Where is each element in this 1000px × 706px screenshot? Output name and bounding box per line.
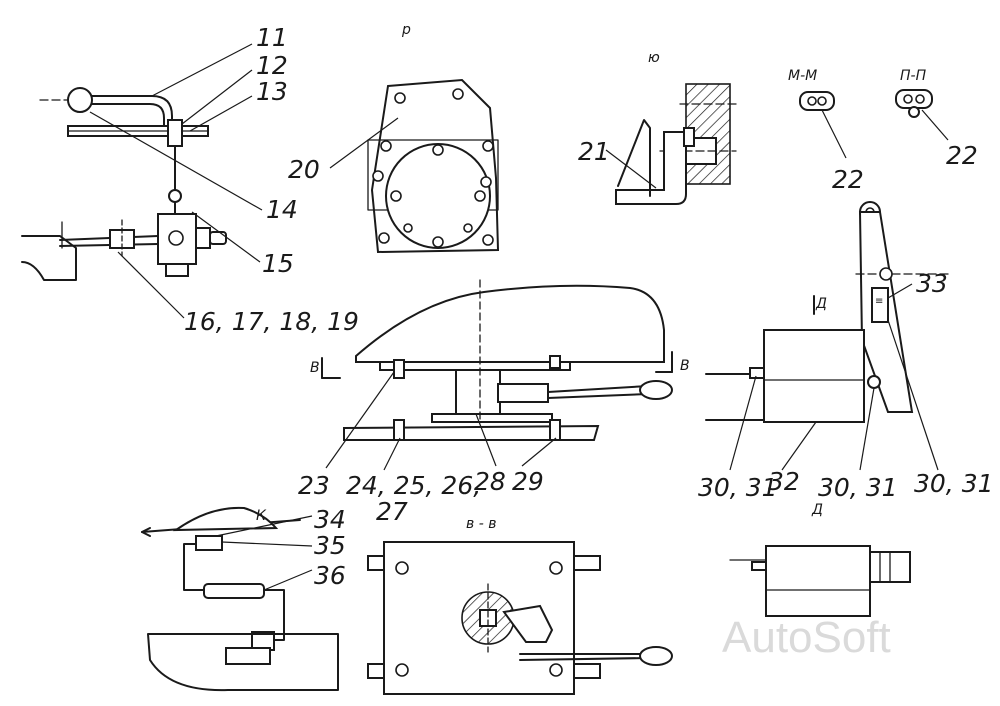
section-label-mm: М-М <box>788 68 817 84</box>
handle-assembly: В В <box>310 279 690 471</box>
section-pp-detail <box>895 89 949 141</box>
svg-text:≡: ≡ <box>875 296 883 307</box>
section-label-pp: П-П <box>900 68 927 84</box>
leaders-view1 <box>89 43 263 319</box>
part-label-21: 21 <box>578 137 610 166</box>
section-label-yu: ю <box>648 50 660 66</box>
part-label-30-31-a: 30, 31 <box>698 473 778 502</box>
part-label-20: 20 <box>288 155 320 184</box>
section-label-r: р <box>401 22 411 38</box>
part-label-11: 11 <box>256 23 288 52</box>
box-arm-assembly: ≡ Д <box>705 201 949 471</box>
part-label-33: 33 <box>916 269 948 298</box>
part-label-22b: 22 <box>946 141 978 170</box>
lever-valve-assembly <box>21 87 227 281</box>
part-label-12: 12 <box>256 51 288 80</box>
part-label-24-27-a: 24, 25, 26, <box>346 471 481 500</box>
part-label-29: 29 <box>512 467 544 496</box>
part-label-15: 15 <box>262 249 294 278</box>
section-label-vv: в - в <box>466 516 496 532</box>
section-mark-d: Д <box>815 296 827 312</box>
section-d-detail <box>729 545 911 617</box>
section-vv-detail <box>367 541 673 695</box>
part-label-36: 36 <box>314 561 346 590</box>
part-label-22a: 22 <box>832 165 864 194</box>
section-label-d: Д <box>811 502 823 518</box>
watermark: AutoSoft <box>722 613 891 662</box>
section-mark-v-right: В <box>680 358 690 374</box>
part-label-13: 13 <box>256 77 288 106</box>
part-label-34: 34 <box>314 505 346 534</box>
part-label-32: 32 <box>768 467 800 496</box>
bracket-section <box>605 83 737 205</box>
part-label-30-31-b: 30, 31 <box>818 473 898 502</box>
section-mm-detail <box>799 91 847 159</box>
part-label-23: 23 <box>298 471 330 500</box>
part-label-28: 28 <box>474 467 506 496</box>
flange-plate <box>329 78 500 254</box>
part-label-35: 35 <box>314 531 346 560</box>
part-label-24-27-b: 27 <box>376 497 408 526</box>
section-mark-v-left: В <box>310 360 320 376</box>
section-label-k: К <box>256 508 267 524</box>
part-label-16-19: 16, 17, 18, 19 <box>184 307 359 336</box>
part-label-14: 14 <box>266 195 298 224</box>
part-label-30-31-c: 30, 31 <box>914 469 994 498</box>
seat-linkage-assembly <box>141 506 339 692</box>
